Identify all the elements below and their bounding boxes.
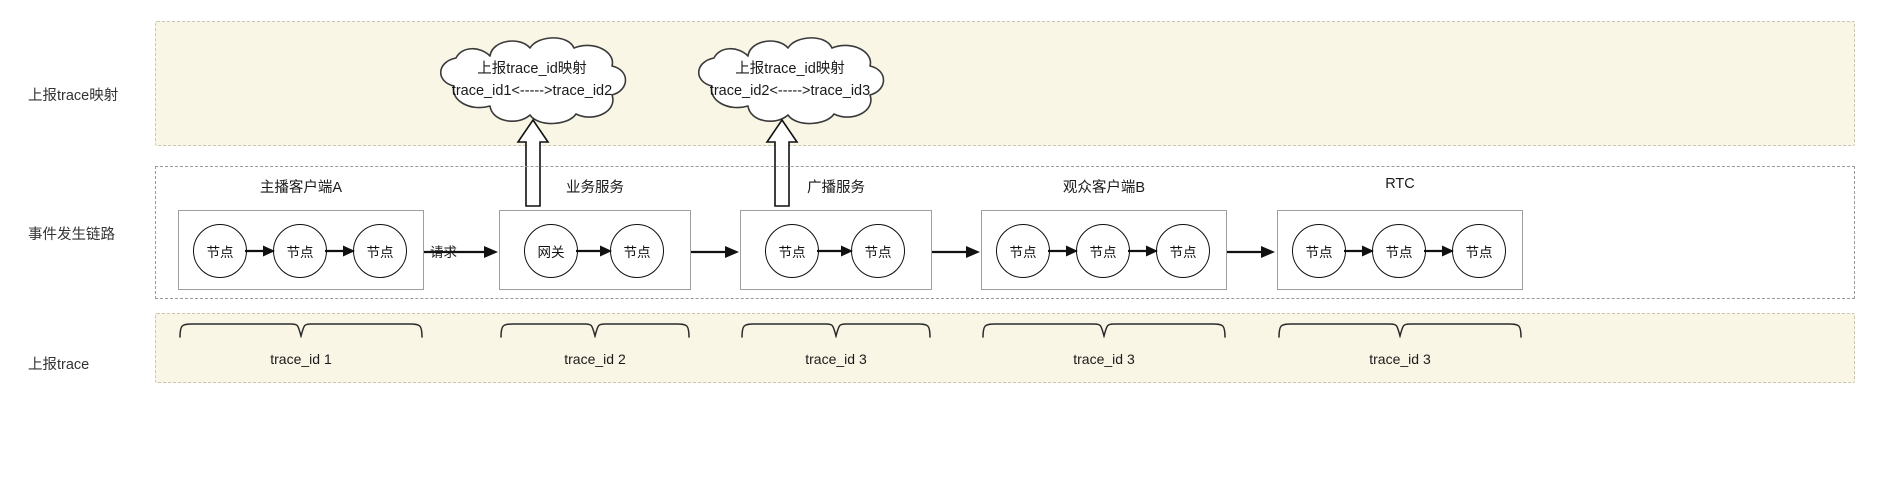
trace-brace-5 xyxy=(1277,320,1523,338)
group-box-viewer-client-b: 节点 节点 节点 xyxy=(981,210,1227,290)
connector-arrow-1 xyxy=(424,245,500,259)
group-title-viewer-client-b: 观众客户端B xyxy=(1062,180,1146,196)
group-anchor-client-a: 主播客户端A 节点 节点 节点 xyxy=(178,176,424,290)
group-title-broadcast-service: 广播服务 xyxy=(807,180,865,196)
row-label-report-trace: 上报trace xyxy=(28,357,90,373)
group-viewer-client-b: 观众客户端B 节点 节点 节点 xyxy=(981,176,1227,290)
trace-brace-4 xyxy=(981,320,1227,338)
node-circle[interactable]: 节点 xyxy=(193,224,247,278)
node-circle[interactable]: 节点 xyxy=(1076,224,1130,278)
node-circle[interactable]: 节点 xyxy=(610,224,664,278)
group-business-service: 业务服务 网关 节点 xyxy=(499,176,691,290)
connector-arrow-4 xyxy=(1227,245,1277,259)
trace-label-3: trace_id 3 xyxy=(805,351,867,367)
cloud-trace-mapping-2: 上报trace_id映射 trace_id2<----->trace_id3 xyxy=(690,34,890,127)
node-arrow xyxy=(1128,244,1160,258)
trace-label-5: trace_id 3 xyxy=(1369,351,1431,367)
group-box-rtc: 节点 节点 节点 xyxy=(1277,210,1523,290)
band-trace-mapping xyxy=(155,21,1855,146)
connector-label-request: 请求 xyxy=(430,245,457,260)
cloud-trace-mapping-1: 上报trace_id映射 trace_id1<----->trace_id2 xyxy=(432,34,632,127)
cloud-up-arrow-2 xyxy=(762,118,802,208)
node-circle[interactable]: 节点 xyxy=(1452,224,1506,278)
cloud-up-arrow-1 xyxy=(513,118,553,208)
group-rtc: RTC 节点 节点 节点 xyxy=(1277,176,1523,290)
node-circle[interactable]: 节点 xyxy=(273,224,327,278)
node-circle[interactable]: 节点 xyxy=(1372,224,1426,278)
node-circle[interactable]: 节点 xyxy=(765,224,819,278)
row-label-event-chain: 事件发生链路 xyxy=(28,227,115,243)
trace-label-2: trace_id 2 xyxy=(564,351,626,367)
group-box-anchor-client-a: 节点 节点 节点 xyxy=(178,210,424,290)
trace-label-4: trace_id 3 xyxy=(1073,351,1135,367)
connector-arrow-3 xyxy=(932,245,982,259)
group-box-business-service: 网关 节点 xyxy=(499,210,691,290)
node-circle[interactable]: 节点 xyxy=(353,224,407,278)
trace-brace-3 xyxy=(740,320,932,338)
group-title-rtc: RTC xyxy=(1385,176,1415,192)
node-circle[interactable]: 节点 xyxy=(996,224,1050,278)
node-circle[interactable]: 网关 xyxy=(524,224,578,278)
group-broadcast-service: 广播服务 节点 节点 xyxy=(740,176,932,290)
group-title-business-service: 业务服务 xyxy=(566,180,624,196)
row-label-trace-mapping: 上报trace映射 xyxy=(28,88,119,104)
trace-label-1: trace_id 1 xyxy=(270,351,332,367)
node-circle[interactable]: 节点 xyxy=(1292,224,1346,278)
group-box-broadcast-service: 节点 节点 xyxy=(740,210,932,290)
group-title-anchor-client-a: 主播客户端A xyxy=(259,180,343,196)
node-arrow xyxy=(1424,244,1456,258)
node-arrow xyxy=(245,244,277,258)
node-circle[interactable]: 节点 xyxy=(851,224,905,278)
node-circle[interactable]: 节点 xyxy=(1156,224,1210,278)
node-arrow xyxy=(1344,244,1376,258)
node-arrow xyxy=(817,244,855,258)
node-arrow xyxy=(325,244,357,258)
node-arrow xyxy=(1048,244,1080,258)
trace-brace-1 xyxy=(178,320,424,338)
node-arrow xyxy=(576,244,614,258)
trace-brace-2 xyxy=(499,320,691,338)
band-event-chain xyxy=(155,166,1855,299)
connector-arrow-2 xyxy=(691,245,741,259)
